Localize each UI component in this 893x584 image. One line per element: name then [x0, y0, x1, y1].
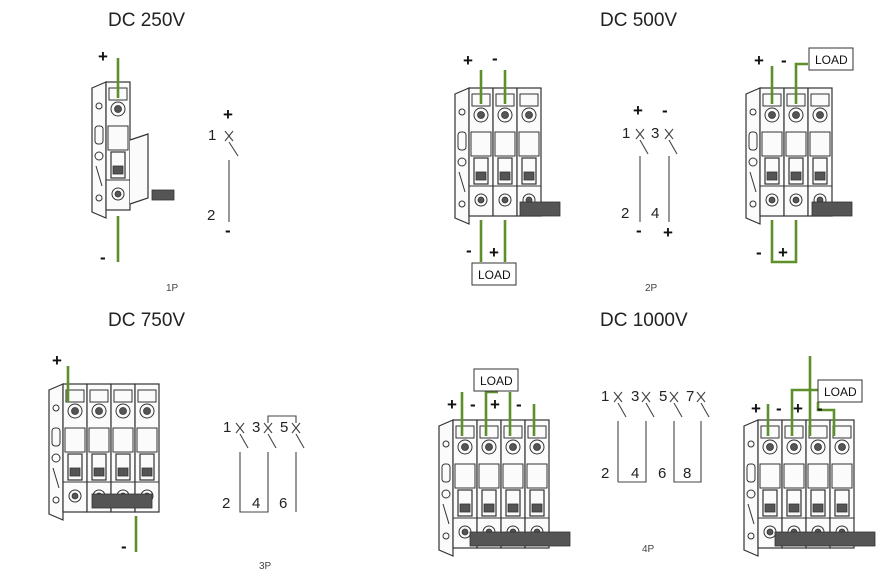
- svg-text:5: 5: [659, 388, 667, 405]
- svg-text:+: +: [463, 51, 473, 70]
- section-title: DC 250V: [108, 10, 185, 31]
- svg-text:-: -: [470, 395, 476, 414]
- section-dc250v: DC 250V 1P + - + 1 2 -: [91, 10, 239, 294]
- svg-text:+: +: [754, 51, 764, 70]
- schematic-3p: 1 3 5 2 4 6: [222, 415, 305, 513]
- schematic-2p: + - 1 3 2 4 - +: [621, 101, 678, 242]
- svg-text:+: +: [751, 399, 761, 418]
- svg-text:-: -: [466, 241, 472, 260]
- svg-text:5: 5: [280, 419, 288, 436]
- load-box: LOAD: [808, 47, 854, 71]
- schematic-1p: + 1 2 -: [207, 105, 239, 240]
- svg-text:1: 1: [208, 127, 216, 144]
- breaker-3p: [48, 383, 160, 521]
- minus-sign: -: [100, 248, 106, 267]
- load-box: LOAD: [817, 379, 863, 403]
- section-dc750v: DC 750V 3P + - 1 3 5 2 4: [48, 310, 305, 572]
- svg-text:-: -: [776, 399, 782, 418]
- svg-text:-: -: [492, 49, 498, 68]
- svg-text:4: 4: [631, 465, 639, 482]
- svg-text:2: 2: [207, 207, 215, 224]
- svg-text:LOAD: LOAD: [478, 268, 511, 282]
- svg-text:+: +: [793, 399, 803, 418]
- section-caption: 4P: [642, 544, 655, 555]
- svg-text:+: +: [633, 101, 643, 120]
- svg-text:+: +: [663, 223, 673, 242]
- svg-text:2: 2: [222, 495, 230, 512]
- svg-text:1: 1: [223, 419, 231, 436]
- section-title: DC 1000V: [600, 310, 688, 331]
- svg-text:+: +: [778, 243, 788, 262]
- svg-text:LOAD: LOAD: [480, 374, 513, 388]
- svg-text:+: +: [223, 105, 233, 124]
- svg-text:6: 6: [279, 495, 287, 512]
- section-caption: 1P: [166, 283, 179, 294]
- svg-text:4: 4: [252, 495, 260, 512]
- breaker-1p: [91, 81, 175, 219]
- section-dc500v: DC 500V 2P + - - + LOAD + - 1 3: [454, 10, 854, 294]
- svg-text:6: 6: [658, 465, 666, 482]
- svg-text:-: -: [817, 399, 823, 418]
- svg-text:+: +: [52, 351, 62, 370]
- plus-sign: +: [98, 47, 108, 66]
- svg-text:+: +: [490, 395, 500, 414]
- svg-text:2: 2: [601, 465, 609, 482]
- section-title: DC 750V: [108, 310, 185, 331]
- svg-text:3: 3: [651, 125, 659, 142]
- svg-text:-: -: [756, 243, 762, 262]
- svg-text:-: -: [662, 101, 668, 120]
- svg-text:8: 8: [683, 465, 691, 482]
- breaker-4p-b: [743, 419, 876, 557]
- breaker-4p-a: [438, 419, 571, 557]
- svg-text:1: 1: [622, 125, 630, 142]
- svg-text:1: 1: [601, 388, 609, 405]
- section-title: DC 500V: [600, 10, 677, 31]
- svg-text:-: -: [225, 221, 231, 240]
- svg-text:LOAD: LOAD: [815, 53, 848, 67]
- svg-text:3: 3: [631, 388, 639, 405]
- svg-text:7: 7: [686, 388, 694, 405]
- breaker-2p-b: [745, 87, 853, 225]
- section-dc1000v: DC 1000V 4P + - + - LOAD 1 3 5 7: [438, 310, 876, 557]
- section-caption: 3P: [259, 561, 272, 572]
- svg-text:4: 4: [651, 205, 659, 222]
- svg-text:-: -: [121, 537, 127, 556]
- svg-text:-: -: [516, 395, 522, 414]
- breaker-2p-a: [454, 87, 561, 225]
- load-box: LOAD: [473, 368, 519, 392]
- section-caption: 2P: [645, 283, 658, 294]
- svg-text:-: -: [636, 221, 642, 240]
- svg-text:-: -: [781, 51, 787, 70]
- svg-text:LOAD: LOAD: [824, 385, 857, 399]
- schematic-4p: 1 3 5 7 2 4 6 8: [601, 388, 710, 483]
- load-box: LOAD: [471, 262, 517, 286]
- svg-text:3: 3: [252, 419, 260, 436]
- svg-text:2: 2: [621, 205, 629, 222]
- svg-text:+: +: [489, 243, 499, 262]
- svg-text:+: +: [447, 395, 457, 414]
